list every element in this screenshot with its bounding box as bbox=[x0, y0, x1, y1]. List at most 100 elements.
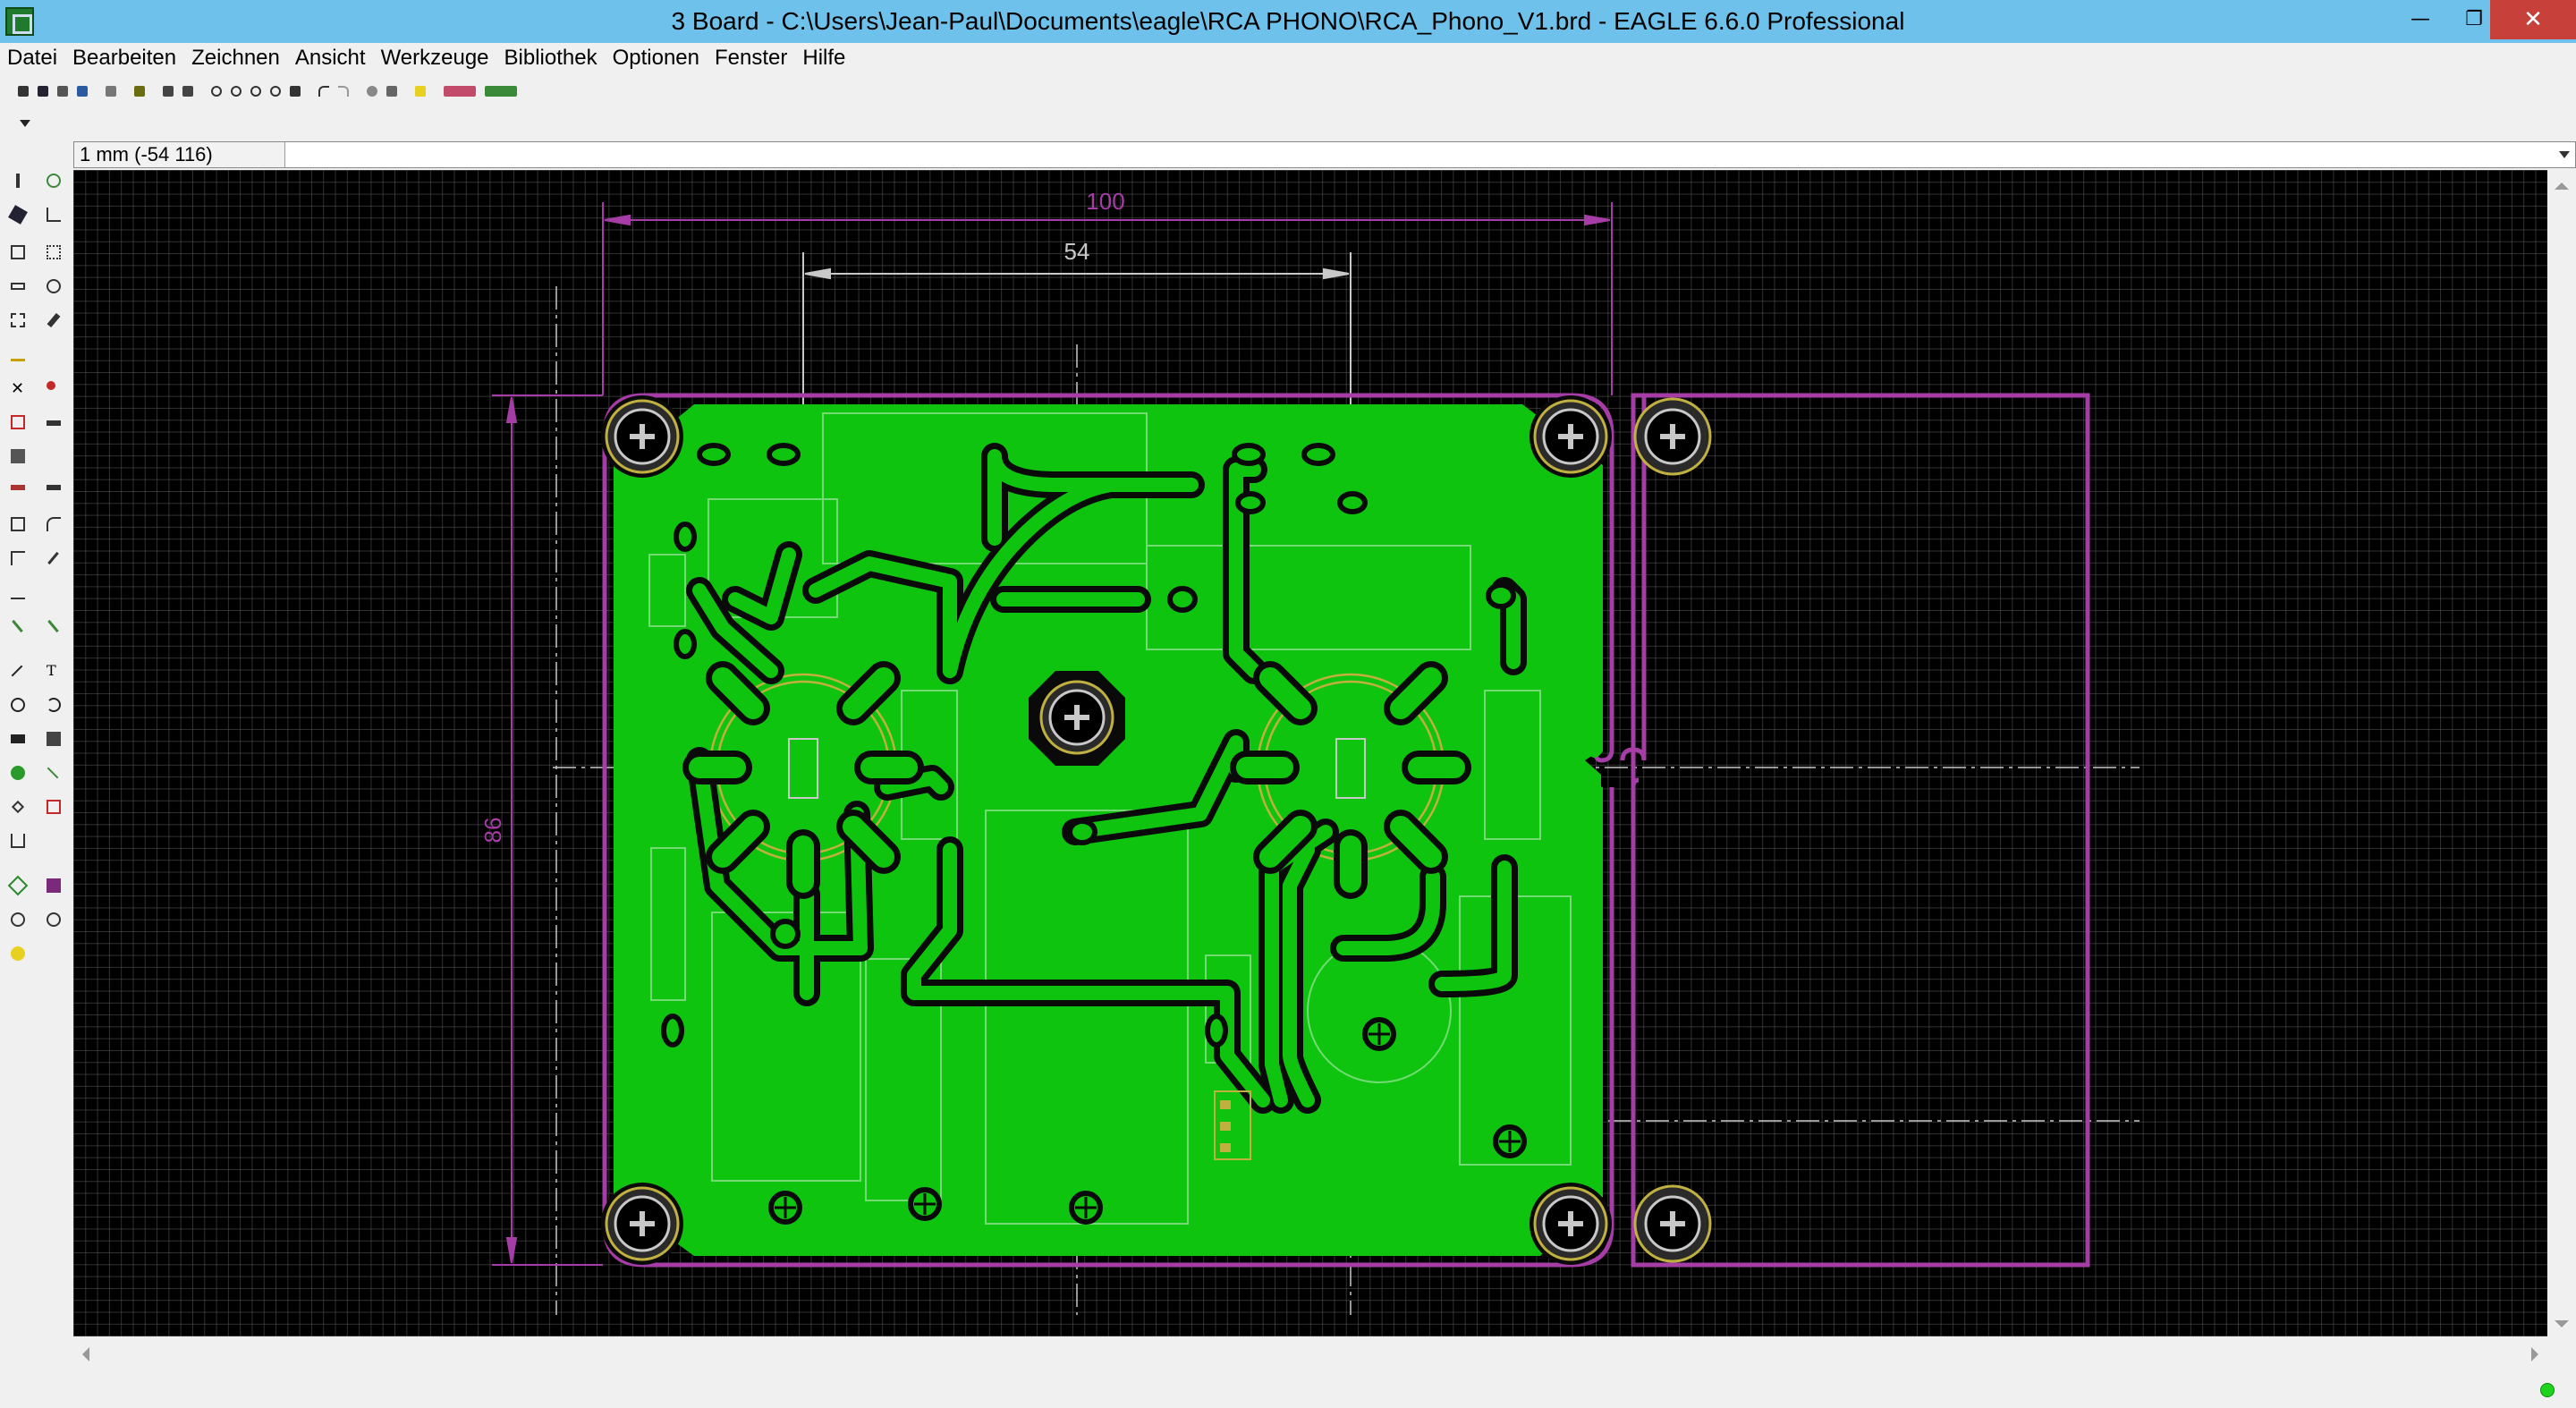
horizontal-scrollbar[interactable] bbox=[73, 1336, 2547, 1369]
drc-icon[interactable] bbox=[7, 909, 29, 930]
info-icon[interactable] bbox=[7, 170, 29, 191]
lock-icon[interactable] bbox=[43, 411, 64, 433]
replace-icon[interactable] bbox=[7, 411, 29, 433]
zoom-in-icon[interactable] bbox=[229, 84, 243, 98]
group-icon[interactable] bbox=[7, 310, 29, 331]
pads bbox=[661, 443, 1516, 1048]
hole-icon[interactable] bbox=[7, 796, 29, 818]
ulp-icon[interactable] bbox=[132, 84, 147, 98]
help-icon[interactable] bbox=[413, 84, 428, 98]
add-icon[interactable] bbox=[43, 377, 64, 399]
status-led-icon bbox=[2540, 1383, 2555, 1397]
menu-hilfe[interactable]: Hilfe bbox=[802, 46, 846, 70]
script-icon[interactable] bbox=[104, 84, 118, 98]
command-input[interactable] bbox=[289, 142, 2543, 167]
mounting-hole-tl bbox=[601, 395, 683, 478]
dimension-inner-label: 54 bbox=[1064, 238, 1090, 265]
split-icon[interactable] bbox=[7, 513, 29, 535]
scroll-right-icon[interactable] bbox=[2531, 1347, 2538, 1361]
fusion-icon[interactable] bbox=[483, 84, 519, 98]
line-icon[interactable] bbox=[7, 660, 29, 682]
arc-icon[interactable] bbox=[43, 694, 64, 716]
auto-icon[interactable] bbox=[43, 875, 64, 896]
undo-icon[interactable] bbox=[317, 84, 331, 98]
eagle-app-icon[interactable] bbox=[5, 7, 34, 36]
vertical-scrollbar[interactable] bbox=[2547, 170, 2576, 1336]
print-icon[interactable] bbox=[55, 84, 70, 98]
mounting-hole-bl bbox=[601, 1183, 683, 1265]
layer-dropdown-icon[interactable] bbox=[20, 120, 30, 127]
circle-icon[interactable] bbox=[7, 694, 29, 716]
crosshair-pads bbox=[768, 1017, 1527, 1225]
zoom-out-icon[interactable] bbox=[249, 84, 263, 98]
zoom-fit-icon[interactable] bbox=[209, 84, 224, 98]
stop-icon[interactable] bbox=[365, 84, 379, 98]
value-icon[interactable] bbox=[7, 479, 29, 501]
name-icon[interactable] bbox=[43, 479, 64, 501]
delete-icon[interactable]: ✕ bbox=[11, 379, 25, 397]
mirror-icon[interactable] bbox=[7, 276, 29, 297]
show-icon[interactable] bbox=[43, 170, 64, 191]
menu-bearbeiten[interactable]: Bearbeiten bbox=[72, 46, 177, 70]
menu-datei[interactable]: Datei bbox=[7, 46, 58, 70]
open-icon[interactable] bbox=[16, 84, 30, 98]
save-icon[interactable] bbox=[36, 84, 50, 98]
go-icon[interactable] bbox=[385, 84, 399, 98]
schematic-icon[interactable] bbox=[181, 84, 195, 98]
copy-icon[interactable] bbox=[43, 242, 64, 263]
move-icon[interactable] bbox=[7, 242, 29, 263]
rectangle-icon[interactable] bbox=[7, 728, 29, 750]
board-canvas[interactable]: 100 54 86 bbox=[73, 170, 2547, 1336]
menu-fenster[interactable]: Fenster bbox=[714, 46, 788, 70]
minimize-button[interactable]: — bbox=[2411, 8, 2430, 30]
design-link-icon[interactable] bbox=[442, 84, 478, 98]
text-icon[interactable]: T bbox=[47, 662, 56, 679]
change-icon[interactable] bbox=[43, 310, 64, 331]
display-icon[interactable] bbox=[7, 204, 29, 225]
command-history-dropdown[interactable] bbox=[2554, 142, 2575, 167]
redraw-icon[interactable] bbox=[268, 84, 283, 98]
mark-icon[interactable] bbox=[43, 204, 64, 225]
autoroute-icon[interactable] bbox=[43, 615, 64, 637]
scroll-down-icon[interactable] bbox=[2555, 1320, 2569, 1327]
via-icon[interactable] bbox=[7, 762, 29, 784]
attribute-icon[interactable] bbox=[43, 796, 64, 818]
scroll-up-icon[interactable] bbox=[2555, 182, 2569, 190]
tube-center-symbols bbox=[788, 738, 1366, 799]
menu-ansicht[interactable]: Ansicht bbox=[294, 46, 366, 70]
dimension-height-label: 86 bbox=[479, 818, 506, 844]
menu-werkzeuge[interactable]: Werkzeuge bbox=[380, 46, 489, 70]
warning-icon[interactable] bbox=[7, 943, 29, 964]
board-icon[interactable] bbox=[161, 84, 175, 98]
mounting-hole-br bbox=[1530, 1183, 1612, 1265]
miter-icon[interactable] bbox=[43, 513, 64, 535]
rotate-icon[interactable] bbox=[43, 276, 64, 297]
ratsnest-icon[interactable] bbox=[7, 875, 29, 896]
menu-optionen[interactable]: Optionen bbox=[612, 46, 699, 70]
tube-pin-lobes bbox=[682, 661, 1471, 899]
mounting-hole-panel-bottom bbox=[1633, 1184, 1712, 1263]
scroll-left-icon[interactable] bbox=[82, 1347, 89, 1361]
dimension-height bbox=[492, 394, 603, 1266]
command-bar: 1 mm (-54 116) bbox=[73, 141, 2576, 168]
cam-icon[interactable] bbox=[75, 84, 89, 98]
ripup-icon[interactable] bbox=[43, 547, 64, 569]
close-button[interactable]: ✕ bbox=[2490, 0, 2576, 39]
optimize-icon[interactable] bbox=[7, 581, 29, 603]
errors-icon[interactable] bbox=[43, 909, 64, 930]
paste-icon[interactable] bbox=[7, 344, 29, 365]
coordinate-display: 1 mm (-54 116) bbox=[74, 142, 285, 167]
dimension-icon[interactable] bbox=[7, 830, 29, 852]
route-icon[interactable] bbox=[7, 547, 29, 569]
signal-icon[interactable] bbox=[43, 762, 64, 784]
parameter-toolbar bbox=[0, 109, 2576, 140]
menu-bibliothek[interactable]: Bibliothek bbox=[504, 46, 597, 70]
restore-button[interactable]: ❐ bbox=[2465, 8, 2483, 30]
polygon-icon[interactable] bbox=[43, 728, 64, 750]
zoom-select-icon[interactable] bbox=[288, 84, 302, 98]
redo-icon[interactable] bbox=[336, 84, 351, 98]
menu-zeichnen[interactable]: Zeichnen bbox=[191, 46, 280, 70]
main-toolbar bbox=[0, 77, 2576, 106]
wire-icon[interactable] bbox=[7, 615, 29, 637]
smash-icon[interactable] bbox=[7, 445, 29, 467]
